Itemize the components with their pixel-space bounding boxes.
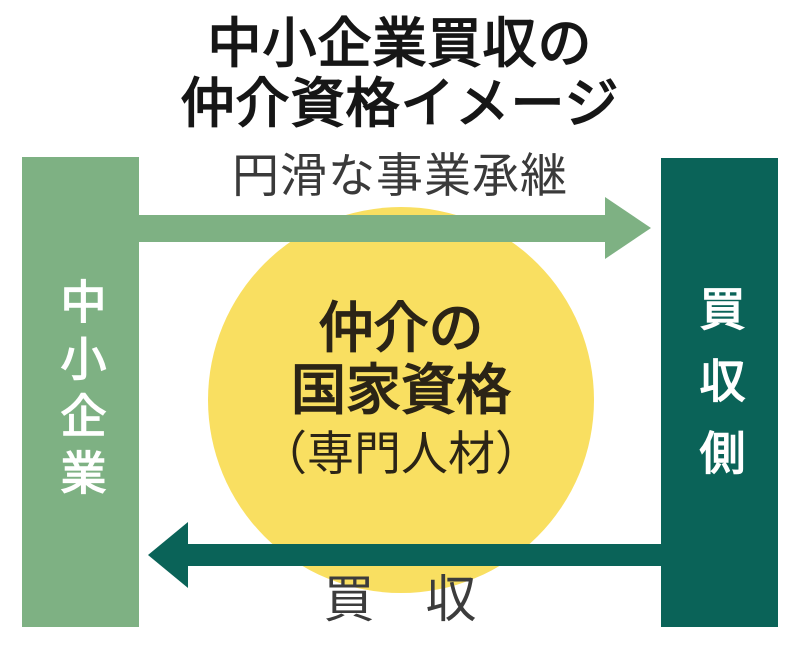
succession-label: 円滑な事業承継 [232,149,568,202]
arrowhead-right-icon [605,197,651,259]
circle-text-line-1: 仲介の [318,298,484,359]
diagram-title-line-1: 中小企業買収の [207,14,593,74]
succession-arrow-shaft [139,215,605,242]
buyer-bar-label: 買収側 [693,284,746,501]
seller-bar: 中小企業 [22,157,139,627]
circle-text-line-2: 国家資格 [290,360,511,421]
circle-text-line-3: （専門人材） [260,429,542,481]
diagram-title-line-2: 仲介資格イメージ [180,74,620,134]
qualification-circle: 仲介の 国家資格 （専門人材） [208,207,594,593]
arrowhead-left-icon [148,522,188,588]
acquisition-arrow-shaft [188,544,661,566]
buyer-bar: 買収側 [661,158,778,627]
acquisition-label: 買 収 [323,571,477,628]
diagram-title: 中小企業買収の 仲介資格イメージ [0,14,800,134]
seller-bar-label: 中小企業 [54,278,107,506]
